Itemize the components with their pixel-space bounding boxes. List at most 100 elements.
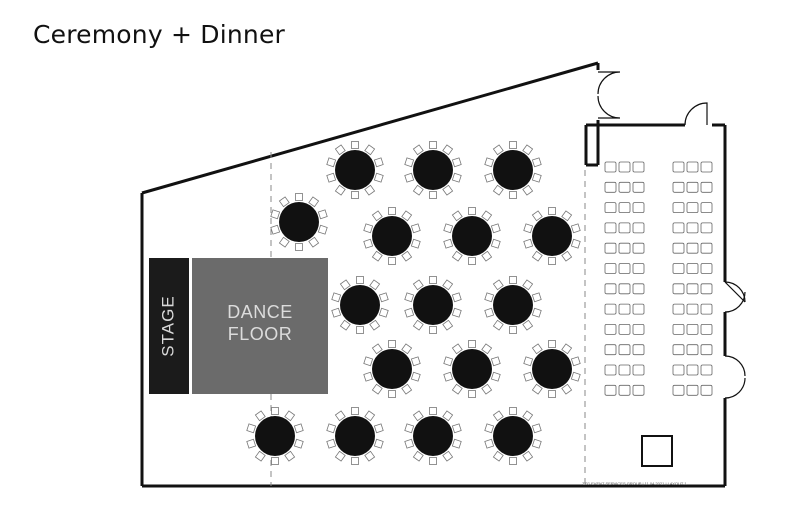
round-table bbox=[523, 207, 581, 265]
ceremony-chair bbox=[632, 242, 645, 254]
chair bbox=[278, 196, 290, 208]
round-table bbox=[246, 407, 304, 465]
ceremony-chair bbox=[686, 161, 699, 173]
round-table bbox=[443, 340, 501, 398]
chair bbox=[401, 250, 413, 262]
chair bbox=[254, 450, 266, 462]
chair bbox=[339, 279, 351, 291]
chair bbox=[442, 184, 454, 196]
chair bbox=[451, 343, 463, 355]
ceremony-chair bbox=[618, 384, 631, 396]
chair bbox=[522, 450, 534, 462]
door-icon bbox=[724, 291, 746, 313]
chair bbox=[531, 210, 543, 222]
round-table bbox=[363, 340, 421, 398]
ceremony-seating bbox=[604, 161, 713, 396]
chair bbox=[490, 223, 501, 234]
cake-table bbox=[641, 435, 673, 467]
ceremony-chair bbox=[700, 364, 713, 376]
chair bbox=[451, 383, 463, 395]
chair bbox=[548, 390, 556, 398]
chair bbox=[404, 423, 415, 434]
chair bbox=[401, 343, 413, 355]
round-table bbox=[363, 207, 421, 265]
table-top bbox=[452, 216, 492, 256]
table-top bbox=[452, 349, 492, 389]
chair bbox=[293, 438, 304, 449]
chair bbox=[334, 184, 346, 196]
ceremony-chair bbox=[672, 222, 685, 234]
chair bbox=[548, 257, 556, 265]
ceremony-chair bbox=[700, 344, 713, 356]
chair bbox=[484, 438, 495, 449]
chair bbox=[388, 207, 396, 215]
ceremony-chair bbox=[700, 242, 713, 254]
chair bbox=[271, 457, 279, 465]
chair bbox=[531, 250, 543, 262]
chair bbox=[412, 144, 424, 156]
stage-label: STAGE bbox=[158, 295, 177, 356]
chair bbox=[378, 307, 389, 318]
chair bbox=[270, 224, 281, 235]
chair bbox=[295, 243, 303, 251]
chair bbox=[401, 383, 413, 395]
chair bbox=[522, 184, 534, 196]
ceremony-chair bbox=[686, 364, 699, 376]
round-table bbox=[523, 340, 581, 398]
chair bbox=[308, 196, 320, 208]
chair bbox=[522, 279, 534, 291]
chair bbox=[484, 292, 495, 303]
chair bbox=[451, 157, 462, 168]
chair bbox=[451, 307, 462, 318]
chair bbox=[369, 279, 381, 291]
chair bbox=[481, 210, 493, 222]
chair bbox=[490, 238, 501, 249]
ceremony-chair bbox=[618, 344, 631, 356]
ceremony-chair bbox=[672, 323, 685, 335]
ceremony-chair bbox=[604, 344, 617, 356]
door-icon bbox=[684, 102, 708, 126]
chair bbox=[373, 438, 384, 449]
chair bbox=[363, 371, 374, 382]
round-table bbox=[331, 276, 389, 334]
ceremony-chair bbox=[700, 161, 713, 173]
round-table bbox=[270, 193, 328, 251]
chair bbox=[484, 423, 495, 434]
stage bbox=[149, 258, 189, 394]
ceremony-chair bbox=[618, 181, 631, 193]
chair bbox=[492, 279, 504, 291]
chair bbox=[356, 326, 364, 334]
chair bbox=[451, 438, 462, 449]
ceremony-chair bbox=[618, 202, 631, 214]
dance-floor bbox=[192, 258, 328, 394]
chair bbox=[412, 450, 424, 462]
chair bbox=[509, 457, 517, 465]
table-top bbox=[413, 150, 453, 190]
chair bbox=[326, 423, 337, 434]
ceremony-chair bbox=[618, 303, 631, 315]
chair bbox=[561, 250, 573, 262]
ceremony-chair bbox=[686, 222, 699, 234]
table-top bbox=[279, 202, 319, 242]
chair bbox=[388, 257, 396, 265]
ceremony-chair bbox=[700, 323, 713, 335]
door-icon bbox=[597, 95, 621, 119]
doors bbox=[597, 71, 746, 399]
ceremony-chair bbox=[700, 222, 713, 234]
ceremony-chair bbox=[604, 222, 617, 234]
chair bbox=[364, 450, 376, 462]
chair bbox=[443, 238, 454, 249]
ceremony-chair bbox=[686, 303, 699, 315]
chair bbox=[523, 223, 534, 234]
round-table bbox=[404, 276, 462, 334]
chair bbox=[451, 423, 462, 434]
round-table bbox=[484, 276, 542, 334]
door-icon bbox=[724, 281, 746, 303]
chair bbox=[523, 238, 534, 249]
ceremony-chair bbox=[632, 364, 645, 376]
chair bbox=[429, 191, 437, 199]
chair bbox=[509, 326, 517, 334]
chair bbox=[443, 223, 454, 234]
chair bbox=[570, 356, 581, 367]
chair bbox=[531, 383, 543, 395]
